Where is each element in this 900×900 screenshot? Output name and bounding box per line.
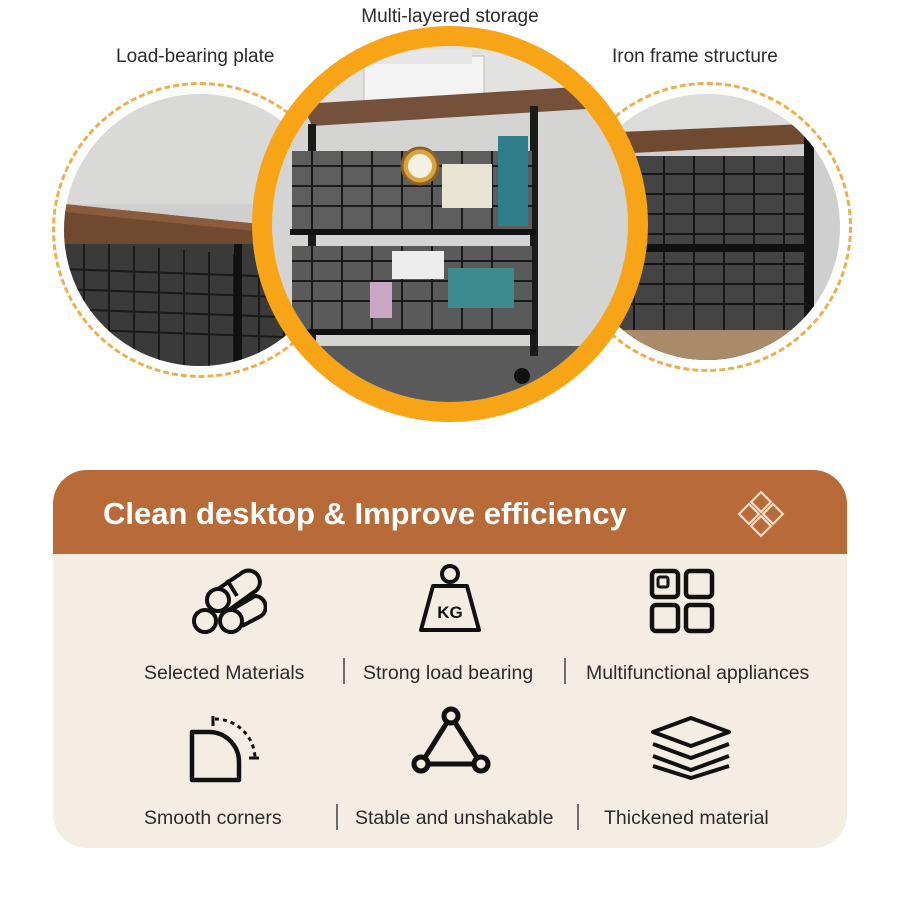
separator [564,658,566,684]
kg-weight-icon: KG [419,564,481,632]
kg-text: KG [437,603,463,622]
multi-layered-storage-photo [272,46,628,402]
diamond-pattern-icon [737,490,785,538]
panel-header: Clean desktop & Improve efficiency [53,470,847,554]
label-multi-layered-storage: Multi-layered storage [361,6,539,27]
separator [577,804,579,830]
label-iron-frame-structure: Iron frame structure [612,46,778,67]
feature-label-selected-materials: Selected Materials [144,662,305,684]
feature-label-stable-and-unshakable: Stable and unshakable [355,807,554,829]
feature-label-multifunctional-appliances: Multifunctional appliances [586,662,810,684]
label-load-bearing-plate: Load-bearing plate [116,46,275,67]
feature-label-strong-load-bearing: Strong load bearing [363,662,534,684]
feature-panel: Clean desktop & Improve efficiency KG [53,470,847,848]
grid-icon [649,568,715,634]
feature-label-thickened-material: Thickened material [604,807,769,829]
feature-label-smooth-corners: Smooth corners [144,807,282,829]
layers-icon [651,716,731,780]
logs-icon [192,568,267,634]
triangle-icon [411,706,491,774]
panel-title: Clean desktop & Improve efficiency [103,496,627,531]
separator [343,658,345,684]
separator [336,804,338,830]
rounded-corner-icon [189,716,259,783]
